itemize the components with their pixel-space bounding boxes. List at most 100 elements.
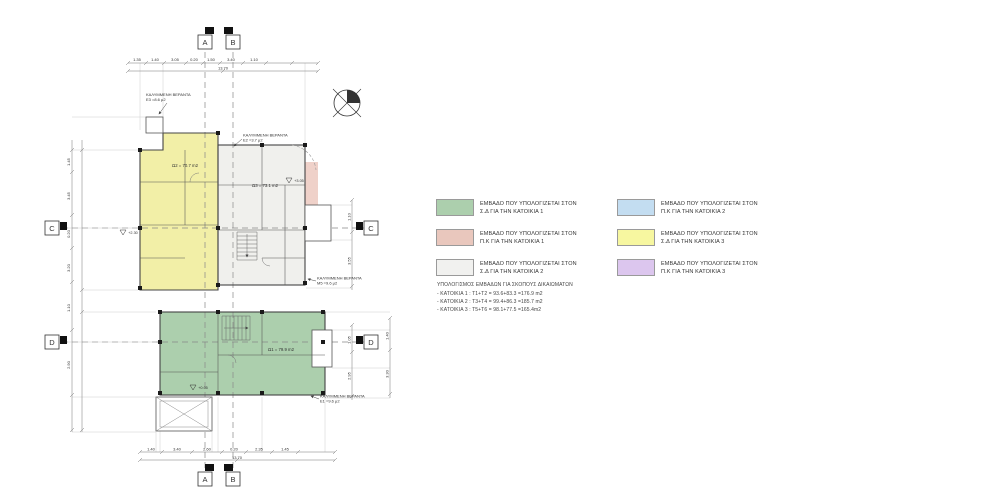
balcony-top-left — [145, 116, 164, 134]
legend-item-pk-katoikia-3: ΕΜΒΑΔΟ ΠΟΥ ΥΠΟΛΟΓΙΖΕΤΑΙ ΣΤΟΝ Π.Κ ΓΙΑ ΤΗΝ… — [617, 258, 798, 277]
area-calculation-line: - ΚΑΤΟΙΚΙΑ 2 : Τ3+Τ4 = 99.4+86.3 =185.7 … — [437, 299, 543, 305]
dim-label: 2.60 — [203, 447, 212, 452]
grid-label-b-top: B — [230, 38, 235, 47]
dim-total-top: 13.70 — [218, 66, 229, 71]
legend-swatch-pk-katoikia-3 — [617, 258, 655, 276]
grid-bubbles: A B A B C C D D — [44, 27, 379, 487]
dim-label: 0.20 — [190, 57, 199, 62]
area-katoikia1-sd — [160, 312, 325, 395]
dim-label: 2.35 — [255, 447, 264, 452]
dim-label: 1.40 — [385, 331, 390, 340]
legend-label-line1: ΕΜΒΑΔΟ ΠΟΥ ΥΠΟΛΟΓΙΖΕΤΑΙ ΣΤΟΝ — [480, 260, 577, 267]
annotation-line: Ε1 =9.6 μ2 — [320, 399, 340, 404]
annotation-line: Ε3 =8.6 μ2 — [146, 97, 166, 102]
dim-total-bottom: 13.70 — [232, 455, 243, 460]
legend-label-line1: ΕΜΒΑΔΟ ΠΟΥ ΥΠΟΛΟΓΙΖΕΤΑΙ ΣΤΟΝ — [661, 201, 758, 207]
legend-label: ΕΜΒΑΔΟ ΠΟΥ ΥΠΟΛΟΓΙΖΕΤΑΙ ΣΤΟΝ Σ.Δ ΓΙΑ ΤΗΝ… — [480, 199, 577, 217]
legend-label-line2: Σ.Δ ΓΙΑ ΤΗΝ ΚΑΤΟΙΚΙΑ 2 — [480, 268, 544, 275]
legend-label-line2: Σ.Δ ΓΙΑ ΤΗΝ ΚΑΤΟΙΚΙΑ 1 — [480, 208, 544, 215]
dim-label: 3.30 — [385, 369, 390, 378]
dim-label: 1.10 — [66, 303, 71, 312]
legend-label-line2: Π.Κ ΓΙΑ ΤΗΝ ΚΑΤΟΙΚΙΑ 3 — [661, 268, 726, 275]
legend: ΕΜΒΑΔΟ ΠΟΥ ΥΠΟΛΟΓΙΖΕΤΑΙ ΣΤΟΝ Σ.Δ ΓΙΑ ΤΗΝ… — [436, 199, 798, 277]
legend-item-sd-katoikia-3: ΕΜΒΑΔΟ ΠΟΥ ΥΠΟΛΟΓΙΖΕΤΑΙ ΣΤΟΝ Σ.Δ ΓΙΑ ΤΗΝ… — [617, 228, 798, 247]
legend-label: ΕΜΒΑΔΟ ΠΟΥ ΥΠΟΛΟΓΙΖΕΤΑΙ ΣΤΟΝ Σ.Δ ΓΙΑ ΤΗΝ… — [661, 229, 758, 247]
stairs-upper — [236, 231, 258, 261]
room-area-labels: Ω2 = 70.7 m2 Ω3 = 73.1 m2 Ω1 = 79.9 m2 — [172, 163, 295, 352]
legend-swatch-sd-katoikia-1 — [436, 199, 474, 216]
legend-swatch-pk-katoikia-2 — [617, 199, 655, 216]
grid-label-c-right: C — [368, 224, 374, 233]
room-area-label-gray: Ω3 = 73.1 m2 — [252, 183, 279, 188]
hatched-ramp — [155, 396, 213, 432]
legend-label: ΕΜΒΑΔΟ ΠΟΥ ΥΠΟΛΟΓΙΖΕΤΑΙ ΣΤΟΝ Π.Κ ΓΙΑ ΤΗΝ… — [661, 259, 758, 277]
level-label: +3.05 — [294, 179, 304, 183]
annotation-line: Μ5 =9.6 μ2 — [317, 281, 338, 286]
legend-label-line1: ΕΜΒΑΔΟ ΠΟΥ ΥΠΟΛΟΓΙΖΕΤΑΙ ΣΤΟΝ — [661, 260, 758, 267]
dim-label: 1.50 — [207, 57, 216, 62]
grid-label-d-left: D — [49, 338, 55, 347]
dim-label: 2.90 — [66, 360, 71, 369]
dim-label: 2.95 — [347, 371, 352, 380]
legend-item-pk-katoikia-1: ΕΜΒΑΔΟ ΠΟΥ ΥΠΟΛΟΓΙΖΕΤΑΙ ΣΤΟΝ Π.Κ ΓΙΑ ΤΗΝ… — [436, 228, 617, 247]
dim-label: 3.40 — [173, 447, 182, 452]
dim-label: 3.40 — [227, 57, 236, 62]
level-label: +0.05 — [198, 386, 208, 390]
dimension-lines — [69, 60, 393, 463]
stairs-lower — [221, 315, 251, 341]
annotation-line: ΚΑΛΥΜΜΕΝΗ ΒΕΡΑΝΤΑ — [146, 92, 191, 97]
room-area-label-yellow: Ω2 = 70.7 m2 — [172, 163, 199, 168]
area-calculation-line: - ΚΑΤΟΙΚΙΑ 3 : Τ5+Τ6 = 98.1+77.5 =165.4m… — [437, 307, 542, 313]
legend-label-line1: ΕΜΒΑΔΟ ΠΟΥ ΥΠΟΛΟΓΙΖΕΤΑΙ ΣΤΟΝ — [480, 201, 577, 207]
dim-label: 1.10 — [347, 212, 352, 221]
legend-item-sd-katoikia-2: ΕΜΒΑΔΟ ΠΟΥ ΥΠΟΛΟΓΙΖΕΤΑΙ ΣΤΟΝ Σ.Δ ΓΙΑ ΤΗΝ… — [436, 258, 617, 277]
dim-label: 1.40 — [147, 447, 156, 452]
annotation-line: ΚΑΛΥΜΜΕΝΗ ΒΕΡΑΝΤΑ — [320, 394, 365, 399]
legend-label-line1: ΕΜΒΑΔΟ ΠΟΥ ΥΠΟΛΟΓΙΖΕΤΑΙ ΣΤΟΝ — [480, 230, 577, 237]
level-markers: +3.05 +2.30 +0.05 — [119, 177, 304, 391]
dim-label: 3.55 — [347, 256, 352, 265]
grid-label-b-bottom: B — [230, 475, 235, 484]
level-label: +2.30 — [128, 231, 138, 235]
dim-label: 1.05 — [347, 335, 352, 344]
floor-plan: A B A B C C D D — [44, 27, 393, 487]
room-area-label-green: Ω1 = 79.9 m2 — [268, 347, 295, 352]
balcony-right-lower — [311, 329, 333, 368]
dim-label: 0.20 — [66, 229, 71, 238]
dim-label: 1.45 — [281, 447, 290, 452]
legend-label-line2: Π.Κ ΓΙΑ ΤΗΝ ΚΑΤΟΙΚΙΑ 2 — [661, 208, 726, 215]
annotation-line: ΚΑΛΥΜΜΕΝΗ ΒΕΡΑΝΤΑ — [243, 133, 288, 138]
dim-label: 3.05 — [171, 57, 180, 62]
legend-label-line2: Σ.Δ ΓΙΑ ΤΗΝ ΚΑΤΟΙΚΙΑ 3 — [661, 238, 725, 245]
plan-annotations: ΚΑΛΥΜΜΕΝΗ ΒΕΡΑΝΤΑ Ε3 =8.6 μ2 ΚΑΛΥΜΜΕΝΗ Β… — [146, 92, 365, 404]
dim-label: 3.20 — [66, 263, 71, 272]
area-calculations-title: ΥΠΟΛΟΓΙΣΜΟΣ ΕΜΒΑΔΩΝ ΓΙΑ ΣΚΟΠΟΥΣ ΔΙΚΑΙΩΜΑ… — [437, 282, 573, 288]
area-katoikia1-pk — [305, 162, 318, 208]
area-calculation-line: - ΚΑΤΟΙΚΙΑ 1 : Τ1+Τ2 = 93.6+83.3 =176.9 … — [437, 291, 543, 297]
dim-label: 0.20 — [230, 447, 239, 452]
legend-swatch-pk-katoikia-1 — [436, 228, 474, 246]
annotation-line: ΚΑΛΥΜΜΕΝΗ ΒΕΡΑΝΤΑ — [317, 276, 362, 281]
dim-label: 1.35 — [133, 57, 142, 62]
legend-label: ΕΜΒΑΔΟ ΠΟΥ ΥΠΟΛΟΓΙΖΕΤΑΙ ΣΤΟΝ Π.Κ ΓΙΑ ΤΗΝ… — [480, 229, 577, 247]
annotation-line: Ε2 =3.7 μ2 — [243, 138, 263, 143]
grid-label-a-top: A — [202, 38, 207, 47]
legend-label: ΕΜΒΑΔΟ ΠΟΥ ΥΠΟΛΟΓΙΖΕΤΑΙ ΣΤΟΝ Π.Κ ΓΙΑ ΤΗΝ… — [661, 199, 758, 217]
north-arrow-icon — [332, 88, 362, 118]
legend-label: ΕΜΒΑΔΟ ΠΟΥ ΥΠΟΛΟΓΙΖΕΤΑΙ ΣΤΟΝ Σ.Δ ΓΙΑ ΤΗΝ… — [480, 259, 577, 277]
dim-label: 1.45 — [66, 157, 71, 166]
legend-item-pk-katoikia-2: ΕΜΒΑΔΟ ΠΟΥ ΥΠΟΛΟΓΙΖΕΤΑΙ ΣΤΟΝ Π.Κ ΓΙΑ ΤΗΝ… — [617, 199, 798, 217]
interior-walls — [140, 145, 325, 395]
legend-label-line2: Π.Κ ΓΙΑ ΤΗΝ ΚΑΤΟΙΚΙΑ 1 — [480, 238, 545, 245]
balcony-right-upper — [304, 204, 332, 242]
legend-swatch-sd-katoikia-3 — [617, 228, 655, 246]
grid-label-c-left: C — [49, 224, 55, 233]
grid-label-d-right: D — [368, 338, 374, 347]
area-katoikia3-sd — [140, 133, 218, 290]
dim-label: 1.40 — [151, 57, 160, 62]
legend-label-line1: ΕΜΒΑΔΟ ΠΟΥ ΥΠΟΛΟΓΙΖΕΤΑΙ ΣΤΟΝ — [661, 230, 758, 237]
dim-label: 3.45 — [66, 191, 71, 200]
door-swings — [189, 172, 271, 364]
grid-label-a-bottom: A — [202, 475, 207, 484]
plan-area-fills — [140, 133, 325, 395]
